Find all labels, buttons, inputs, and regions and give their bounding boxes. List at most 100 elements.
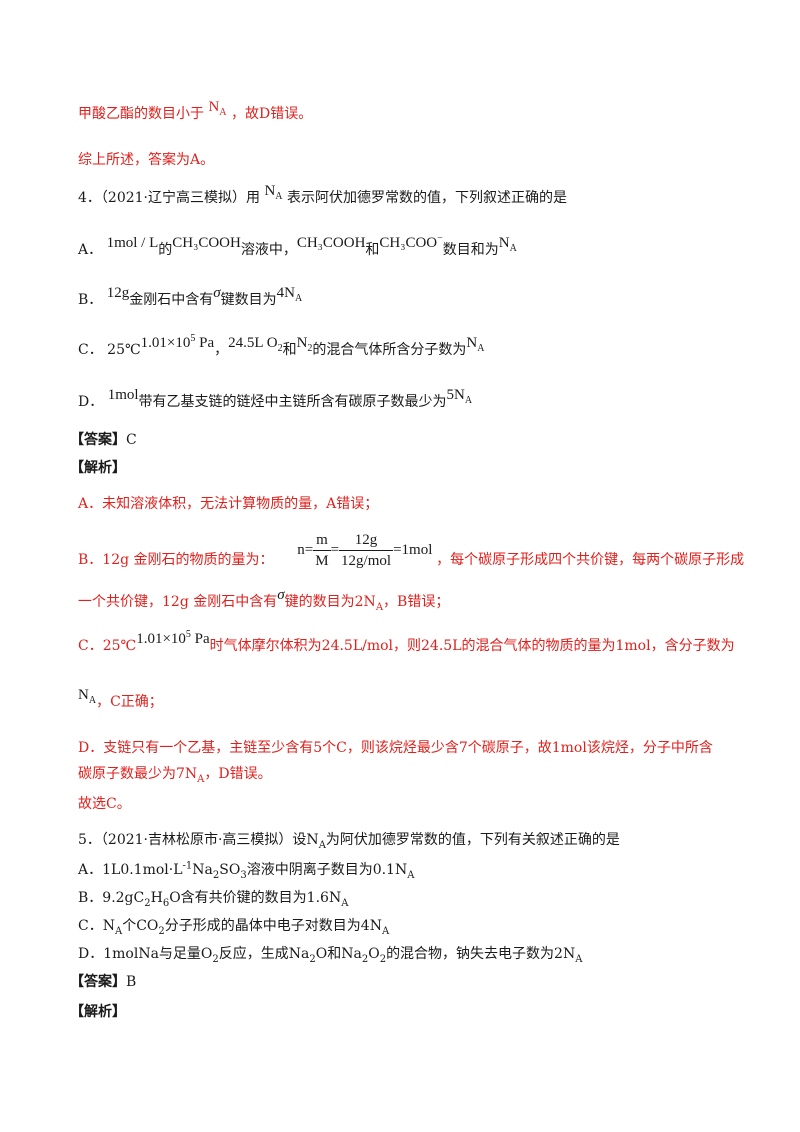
- subscript: A: [381, 925, 390, 937]
- math-na: NA: [264, 183, 283, 202]
- subscript: 2: [307, 343, 313, 354]
- text: 25℃: [107, 342, 141, 358]
- math: 1mol / L: [106, 235, 159, 251]
- text: C．N: [78, 918, 115, 934]
- text: C．25℃: [78, 638, 137, 654]
- na-symbol: N: [208, 99, 220, 115]
- math: 1.01×105 Pa: [141, 334, 215, 352]
- text: H: [150, 890, 163, 906]
- text: SO: [219, 862, 241, 878]
- text: 溶液中阴离子数目为0.1N: [246, 862, 408, 878]
- text: 溶液中，: [240, 242, 297, 258]
- text: 带有乙基支链的链烃中主链所含有碳原子数最少为: [138, 394, 447, 410]
- text: 键数目为: [220, 292, 277, 308]
- text: 为阿伏加德罗常数的值，下列有关叙述正确的是: [325, 832, 620, 848]
- text: 键的数目为2N: [284, 594, 376, 610]
- question-4-analysis-label: 【解析】: [70, 460, 126, 476]
- text: 数目和为: [442, 242, 499, 258]
- subscript: 2: [212, 869, 220, 881]
- unit: Pa: [190, 631, 210, 647]
- math: 1.01×105 Pa: [136, 630, 210, 648]
- value-subscript: A: [464, 395, 473, 406]
- subscript: A: [318, 839, 326, 851]
- option-letter: C．: [78, 342, 103, 358]
- option-letter: B．: [78, 292, 103, 308]
- text: ，: [214, 342, 229, 358]
- na-subscript: A: [275, 191, 283, 202]
- question-4-option-d: D． 1mol带有乙基支链的链烃中主链所含有碳原子数最少为5NA: [78, 387, 472, 412]
- option-letter: A．: [78, 242, 103, 258]
- answer-label: 【答案】: [70, 432, 126, 448]
- analysis-d-line2: 碳原子数最少为7NA，D错误。: [78, 764, 272, 784]
- text: O含有共价键的数目为1.6N: [169, 890, 342, 906]
- text: 个CO: [122, 918, 159, 934]
- math-na: NA: [78, 687, 96, 706]
- na-subscript: A: [477, 343, 485, 354]
- text: B．9.2gC: [78, 890, 145, 906]
- text: 碳原子数最少为7N: [78, 766, 198, 782]
- text: Na: [192, 862, 213, 878]
- text: ，D错误。: [204, 766, 272, 782]
- math: 12g: [106, 285, 130, 301]
- equals: =: [330, 541, 340, 558]
- subscript: 2: [309, 953, 316, 965]
- question-5-stem: 5．（2021·吉林松原市·高三模拟）设NA为阿伏加德罗常数的值，下列有关叙述正…: [78, 830, 620, 850]
- text: ，故D错误。: [230, 106, 313, 122]
- denominator: M: [315, 553, 329, 569]
- text: 时气体摩尔体积为24.5L/mol，则24.5L的混合气体的物质的量为1mol，…: [209, 638, 735, 654]
- volume: 24.5L O: [228, 335, 278, 351]
- na-subscript: A: [509, 243, 517, 254]
- formula-lhs: n=: [297, 541, 314, 558]
- math: 24.5L O2: [228, 335, 282, 354]
- question-5-answer: 【答案】B: [70, 972, 136, 992]
- math-na: 5NA: [446, 387, 473, 406]
- math: 1mol: [107, 387, 139, 403]
- text: 的混合物，钠失去电子数为2N: [386, 946, 576, 962]
- subscript: 2: [158, 925, 165, 937]
- analysis-c-line1: C．25℃1.01×105 Pa时气体摩尔体积为24.5L/mol，则24.5L…: [78, 630, 735, 656]
- nitrogen: N: [296, 335, 308, 351]
- subscript: A: [575, 953, 583, 965]
- value: 5N: [446, 387, 465, 403]
- na-symbol: N: [78, 687, 89, 703]
- value-subscript: A: [295, 293, 303, 304]
- na-symbol: N: [498, 235, 510, 251]
- subscript: 2: [379, 953, 387, 965]
- answer-value: B: [126, 974, 137, 990]
- analysis-c-line2: NA，C正确；: [78, 687, 163, 712]
- analysis-d-line1: D．支链只有一个乙基，主链至少含有5个C，则该烷烃最少含7个碳原子，故1mol该…: [78, 740, 713, 756]
- question-4-answer: 【答案】C: [70, 430, 137, 450]
- subscript: 2: [361, 953, 369, 965]
- math-na: NA: [208, 99, 226, 118]
- value: 4N: [276, 285, 295, 301]
- analysis-a: A．未知溶液体积，无法计算物质的量，A错误；: [78, 496, 379, 512]
- math: CH₃COO−: [379, 234, 442, 252]
- text: 的混合气体所含分子数为: [312, 342, 467, 358]
- formula-rhs: =1mol: [393, 541, 433, 558]
- question-5-option-a: A．1L0.1mol·L-1Na2SO3溶液中阴离子数目为0.1NA: [78, 860, 414, 880]
- text: ，C正确；: [96, 694, 163, 710]
- text: 的: [158, 242, 173, 258]
- summary-line: 综上所述，答案为A。: [78, 152, 215, 168]
- math: N2: [296, 335, 313, 354]
- text: B．12g 金刚石的物质的量为：: [78, 551, 274, 568]
- subscript: 3: [240, 869, 247, 881]
- denominator: 12g/mol: [341, 553, 392, 569]
- text: 4．（2021·辽宁高三模拟）用: [78, 190, 260, 206]
- question-4-option-a: A． 1mol / L的CH₃COOH溶液中，CH₃COOH和CH₃COO−数目…: [78, 234, 517, 260]
- unit: Pa: [195, 335, 215, 351]
- text: 一个共价键，12g 金刚石中含有: [78, 594, 278, 610]
- text: 甲酸乙酯的数目小于: [78, 106, 204, 122]
- na-symbol: N: [466, 335, 478, 351]
- text: ，B错误；: [383, 594, 450, 610]
- math-na: NA: [498, 235, 517, 254]
- answer-value: C: [126, 432, 137, 448]
- question-5-analysis-label: 【解析】: [70, 1004, 126, 1020]
- text: D．1molNa与足量O: [78, 946, 213, 962]
- subscript: A: [375, 601, 384, 613]
- superscript: -1: [182, 860, 193, 872]
- text: 金刚石中含有: [129, 292, 214, 308]
- question-5-option-c: C．NA个CO2分子形成的晶体中电子对数目为4NA: [78, 916, 389, 936]
- numerator: m: [313, 530, 331, 551]
